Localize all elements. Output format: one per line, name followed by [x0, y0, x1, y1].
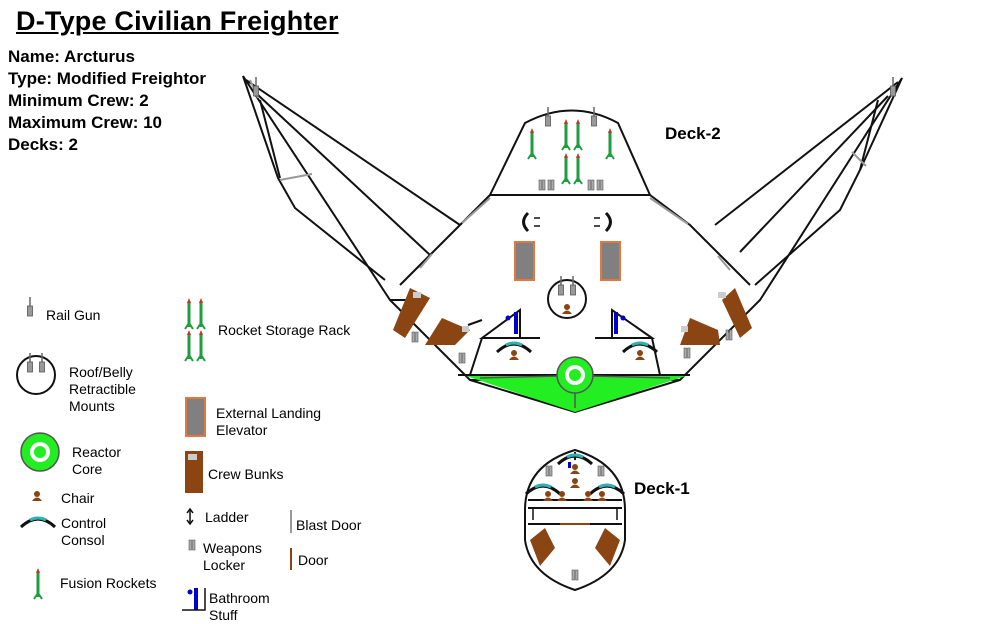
legend-bath-line-1: Bathroom [209, 590, 270, 606]
rail-gun-icon [26, 296, 34, 317]
legend-mounts-line-1: Roof/Belly [69, 364, 133, 380]
control-console-icon [19, 516, 57, 529]
deck-2-blast-doors [249, 79, 867, 271]
reactor-core-icon [20, 432, 60, 472]
deck-2-label: Deck-2 [665, 124, 721, 143]
rocket-storage-rack-icon [183, 296, 207, 363]
deck-2-bathroom-stuff [505, 312, 626, 334]
legend-weapons-locker: Weapons Locker [203, 540, 262, 574]
legend-door: Door [298, 552, 329, 568]
legend-fusion-rockets: Fusion Rockets [60, 575, 157, 591]
ship-info: Name: Arcturus Type: Modified Freightor … [8, 46, 206, 156]
legend-mounts-line-3: Mounts [69, 398, 115, 414]
ship-decks: Decks: 2 [8, 135, 78, 154]
bathroom-stuff-icon [182, 588, 206, 611]
legend-blast-door: Blast Door [296, 517, 362, 533]
deck-2-crew-bunks [393, 288, 752, 345]
retractible-mount-icon [16, 352, 56, 395]
landing-elevator-icon [185, 397, 206, 437]
legend-elevator-line-2: Elevator [216, 422, 268, 438]
legend-console-line-1: Control [61, 515, 107, 531]
deck-2-side-rooms [467, 308, 661, 376]
deck-1-label: Deck-1 [634, 479, 690, 498]
ladder-icon [186, 507, 194, 526]
fusion-rocket-icon [32, 566, 44, 601]
deck-2-reactor-area [466, 356, 686, 412]
legend-bathroom: Bathroom Stuff [209, 590, 270, 624]
legend-bath-line-2: Stuff [209, 607, 238, 623]
legend-rail-gun: Rail Gun [46, 307, 101, 323]
legend-reactor: Reactor Core [72, 444, 121, 478]
legend-landing-elevator: External Landing Elevator [216, 405, 321, 439]
legend-locker-line-2: Locker [203, 557, 246, 573]
deck-2-ladders [522, 211, 612, 233]
legend-chair: Chair [61, 490, 95, 506]
legend-mounts-line-2: Retractible [69, 381, 136, 397]
deck-2-retractible-mount [547, 275, 587, 319]
deck-2-rail-guns [252, 76, 897, 127]
legend-locker-line-1: Weapons [203, 540, 262, 556]
ship-min-crew: Minimum Crew: 2 [8, 91, 149, 110]
crew-bunk-icon [185, 451, 203, 493]
legend-crew-bunks: Crew Bunks [208, 466, 284, 482]
legend-console-line-2: Consol [61, 532, 105, 548]
ship-name: Name: Arcturus [8, 47, 135, 66]
deck-1-ladders [532, 508, 618, 520]
deck-2-fusion-rockets [526, 117, 616, 186]
chair-icon [32, 491, 42, 501]
legend-reactor-line-1: Reactor [72, 444, 122, 460]
legend-elevator-line-1: External Landing [216, 405, 322, 421]
legend-reactor-line-2: Core [72, 461, 103, 477]
legend-console: Control Consol [61, 515, 106, 549]
deck-1-crew-bunks [530, 528, 620, 566]
weapons-locker-icon [188, 539, 196, 551]
deck-1-bathroom-stuff [568, 462, 571, 468]
legend-rocket-rack: Rocket Storage Rack [218, 322, 351, 338]
legend-mounts: Roof/Belly Retractible Mounts [69, 364, 136, 415]
ship-type: Type: Modified Freightor [8, 69, 207, 88]
deck-2-landing-elevators [514, 241, 621, 281]
legend-ladder: Ladder [205, 509, 249, 525]
ship-max-crew: Maximum Crew: 10 [8, 113, 162, 132]
page-title: D-Type Civilian Freighter [16, 6, 339, 36]
